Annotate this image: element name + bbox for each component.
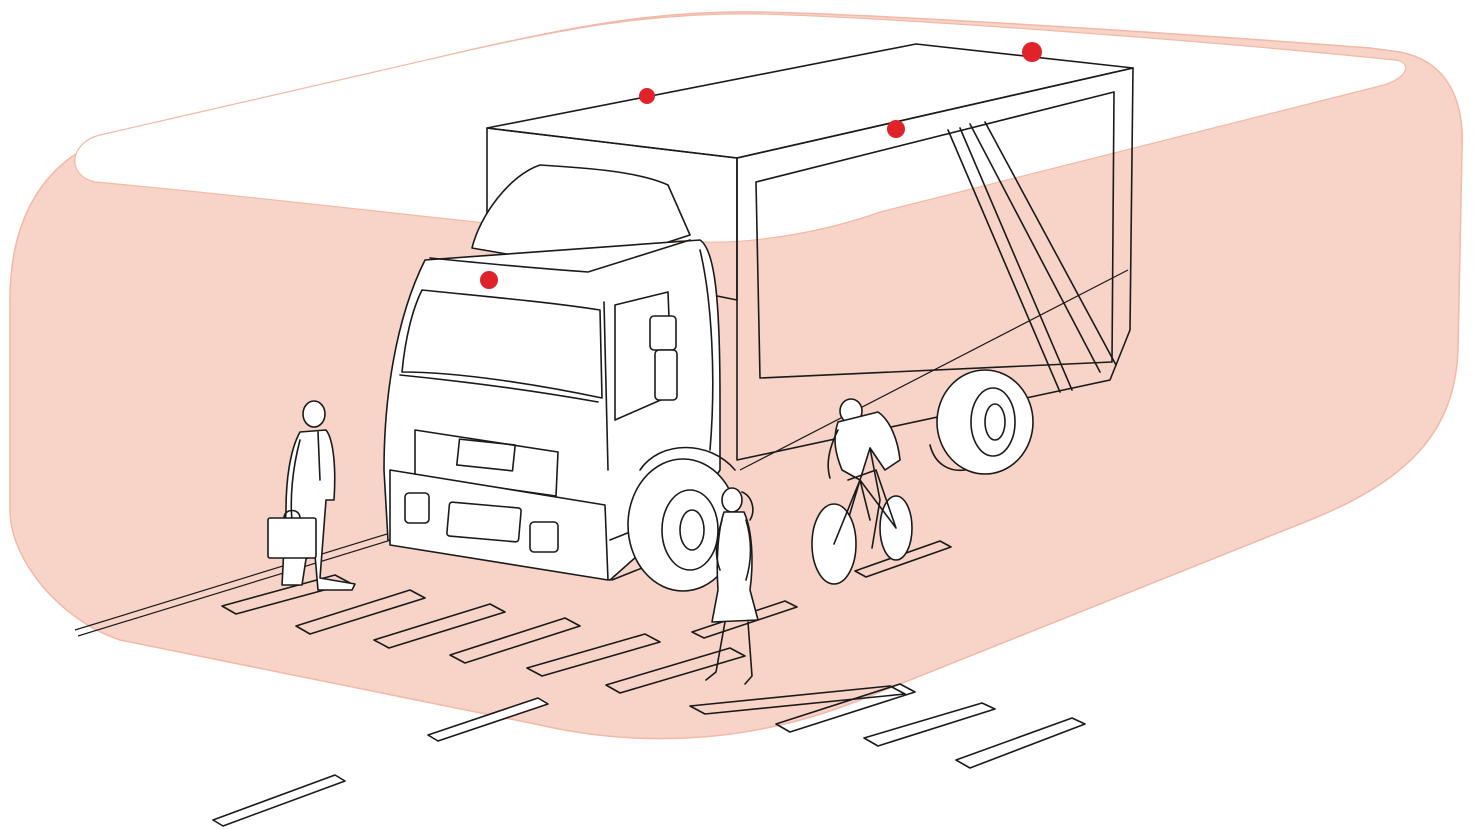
- lane-dash: [213, 775, 345, 826]
- sensor-dot: [887, 120, 905, 138]
- sensor-dot: [480, 271, 498, 289]
- lane-dash: [864, 703, 995, 746]
- cab-mirror: [650, 316, 676, 350]
- cab-mirror-lower: [655, 350, 677, 400]
- detection-zone: [10, 12, 1462, 739]
- sensor-dot: [639, 88, 655, 104]
- lane-dash: [956, 718, 1085, 768]
- sensor-dot: [1022, 42, 1042, 62]
